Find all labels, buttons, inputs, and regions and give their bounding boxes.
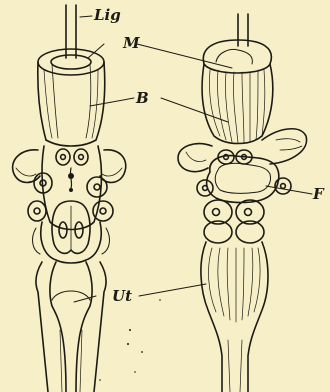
right-four-lobes <box>204 200 264 243</box>
paper-specks <box>99 299 161 381</box>
ligament <box>66 5 76 58</box>
leader-lines <box>74 16 312 302</box>
right-uterus <box>201 242 268 392</box>
label-m: M <box>122 34 140 52</box>
label-f: F <box>312 185 325 203</box>
left-uterus <box>36 262 106 392</box>
label-b: B <box>135 89 149 107</box>
label-ut: Ut <box>112 287 132 305</box>
label-lig: Lig <box>93 6 121 24</box>
right-specimen <box>178 14 307 392</box>
right-central-cavity <box>207 156 279 203</box>
right-rod <box>238 14 248 46</box>
right-bursa <box>202 64 273 144</box>
left-specimen <box>13 5 126 392</box>
